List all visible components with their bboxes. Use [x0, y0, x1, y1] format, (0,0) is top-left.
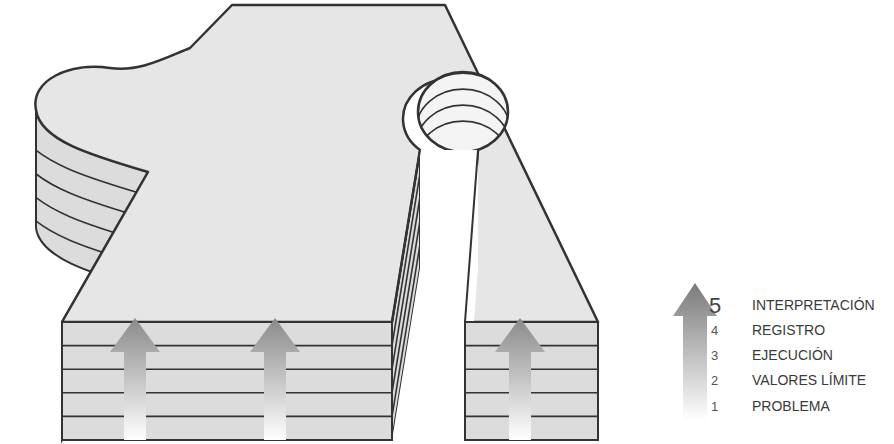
layer-label: EJECUCIÓN	[752, 347, 833, 363]
layer-line	[62, 416, 392, 418]
layer-line	[465, 392, 598, 394]
layer-line	[416, 73, 510, 114]
layer-number: 5	[709, 295, 721, 317]
layer-line	[62, 368, 392, 370]
layer-number: 1	[711, 399, 718, 415]
layer-label: INTERPRETACIÓN	[752, 297, 875, 313]
slot-edge	[392, 150, 420, 322]
layer-label: VALORES LÍMITE	[752, 372, 866, 388]
layer-label: PROBLEMA	[752, 398, 830, 414]
layer-line	[465, 416, 598, 418]
up-arrow	[250, 318, 300, 440]
up-arrow	[495, 318, 545, 440]
layer-lines	[416, 57, 510, 162]
layer-line	[62, 345, 392, 347]
layer-number: 3	[711, 348, 718, 364]
layer-number: 2	[711, 373, 718, 389]
slot-edge	[465, 150, 478, 322]
layer-line	[416, 105, 510, 146]
layer-line	[416, 89, 510, 130]
layer-line	[62, 392, 392, 394]
layer-line	[465, 368, 598, 370]
top-face	[35, 5, 598, 322]
layer-line	[416, 57, 510, 98]
front-face	[62, 322, 392, 440]
layer-label: REGISTRO	[752, 322, 825, 338]
up-arrow	[110, 318, 160, 440]
layer-number: 4	[711, 323, 718, 339]
